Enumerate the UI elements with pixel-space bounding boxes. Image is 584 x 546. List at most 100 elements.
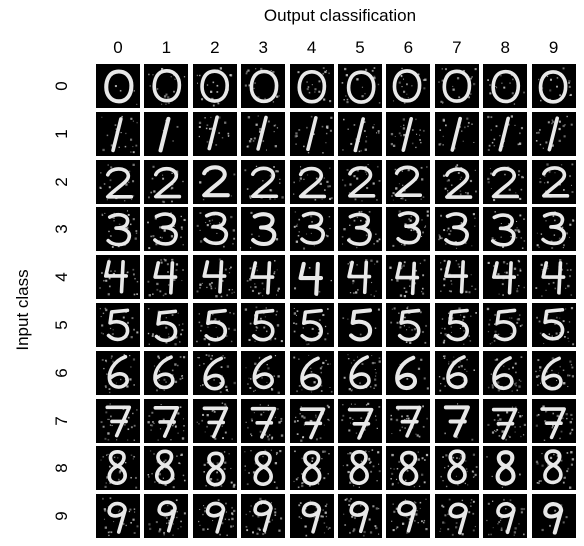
- noise-dot: [344, 524, 347, 527]
- noise-dot: [450, 183, 453, 186]
- noise-dot: [103, 367, 105, 370]
- noise-dot: [455, 457, 458, 460]
- noise-dot: [552, 454, 555, 456]
- digit-stroke-6: [395, 355, 418, 390]
- digit-image-9-5: [343, 498, 380, 537]
- noise-dot: [313, 511, 316, 514]
- noise-dot: [517, 143, 520, 145]
- noise-dot: [219, 67, 222, 70]
- noise-dot: [571, 220, 574, 223]
- noise-dot: [107, 293, 110, 296]
- noise-dot: [176, 511, 179, 513]
- noise-dot: [506, 263, 509, 265]
- noise-dot: [562, 247, 564, 249]
- noise-dot: [494, 323, 496, 325]
- noise-dot: [181, 226, 184, 229]
- noise-dot: [165, 341, 168, 344]
- noise-dot: [210, 116, 212, 118]
- noise-dot: [513, 531, 517, 534]
- noise-dot: [262, 456, 264, 458]
- digit-stroke-0: [491, 69, 521, 104]
- noise-dot: [469, 340, 471, 342]
- noise-dot: [396, 528, 398, 530]
- noise-dot: [280, 417, 283, 420]
- noise-dot: [201, 413, 204, 416]
- noise-dot: [297, 71, 300, 74]
- cell-input-1-output-5: [338, 111, 382, 156]
- noise-dot: [492, 141, 494, 144]
- noise-dot: [472, 501, 475, 503]
- column-header-6: 6: [403, 38, 414, 57]
- cell-input-0-output-8: [483, 64, 528, 108]
- noise-dot: [551, 119, 553, 121]
- noise-dot: [565, 412, 568, 415]
- noise-dot: [307, 343, 310, 345]
- noise-dot: [565, 263, 568, 265]
- noise-dot: [519, 214, 522, 217]
- noise-dot: [163, 378, 166, 381]
- digit-stroke-3: [203, 212, 228, 246]
- digit-stroke-1: [158, 116, 171, 153]
- noise-dot: [423, 522, 425, 524]
- noise-dot: [416, 133, 418, 135]
- noise-dot: [322, 477, 325, 480]
- noise-dot: [305, 534, 307, 537]
- noise-dot: [354, 403, 356, 405]
- noise-dot: [460, 364, 463, 368]
- noise-dot: [377, 129, 380, 132]
- noise-dot: [229, 74, 231, 77]
- noise-dot: [539, 177, 541, 179]
- noise-dot: [314, 88, 317, 91]
- noise-dot: [164, 95, 167, 98]
- noise-dot: [503, 261, 506, 264]
- noise-dot: [312, 133, 315, 135]
- digit-stroke-8: [155, 449, 175, 485]
- noise-dot: [148, 414, 151, 417]
- noise-dot: [136, 121, 138, 124]
- noise-dot: [455, 476, 457, 478]
- noise-dot: [558, 139, 561, 142]
- noise-dot: [302, 327, 304, 329]
- noise-dot: [216, 84, 219, 87]
- noise-dot: [299, 177, 302, 180]
- noise-dot: [207, 343, 210, 346]
- noise-dot: [519, 268, 522, 271]
- noise-dot: [207, 326, 209, 328]
- noise-dot: [523, 423, 527, 426]
- noise-dot: [564, 308, 566, 310]
- noise-dot: [300, 482, 303, 485]
- digit-stroke-9: [397, 500, 418, 533]
- noise-dot: [118, 146, 120, 148]
- cell-input-7-output-8: [483, 398, 528, 443]
- noise-dot: [390, 414, 393, 416]
- noise-dot: [294, 416, 296, 418]
- digit-image-9-1: [148, 499, 187, 536]
- noise-dot: [102, 312, 105, 315]
- noise-dot: [447, 228, 450, 230]
- cell-input-0-output-9: [531, 64, 576, 108]
- noise-dot: [439, 528, 441, 530]
- noise-dot: [539, 99, 542, 102]
- noise-dot: [150, 424, 152, 426]
- cell-input-4-output-5: [338, 255, 382, 300]
- noise-dot: [490, 116, 493, 118]
- noise-dot: [216, 233, 218, 235]
- cell-input-2-output-4: [289, 159, 334, 204]
- noise-dot: [276, 95, 279, 98]
- noise-dot: [149, 527, 152, 531]
- digit-stroke-5: [252, 308, 275, 342]
- noise-dot: [110, 165, 113, 168]
- noise-dot: [132, 194, 135, 197]
- noise-dot: [407, 168, 411, 171]
- digit-stroke-1: [401, 116, 414, 152]
- noise-dot: [562, 320, 565, 323]
- noise-dot: [294, 134, 297, 138]
- noise-dot: [498, 333, 500, 336]
- noise-dot: [232, 525, 234, 527]
- noise-dot: [250, 247, 252, 249]
- noise-dot: [275, 238, 279, 241]
- noise-dot: [518, 196, 520, 198]
- noise-dot: [417, 522, 420, 524]
- noise-dot: [295, 314, 297, 316]
- noise-dot: [360, 220, 362, 222]
